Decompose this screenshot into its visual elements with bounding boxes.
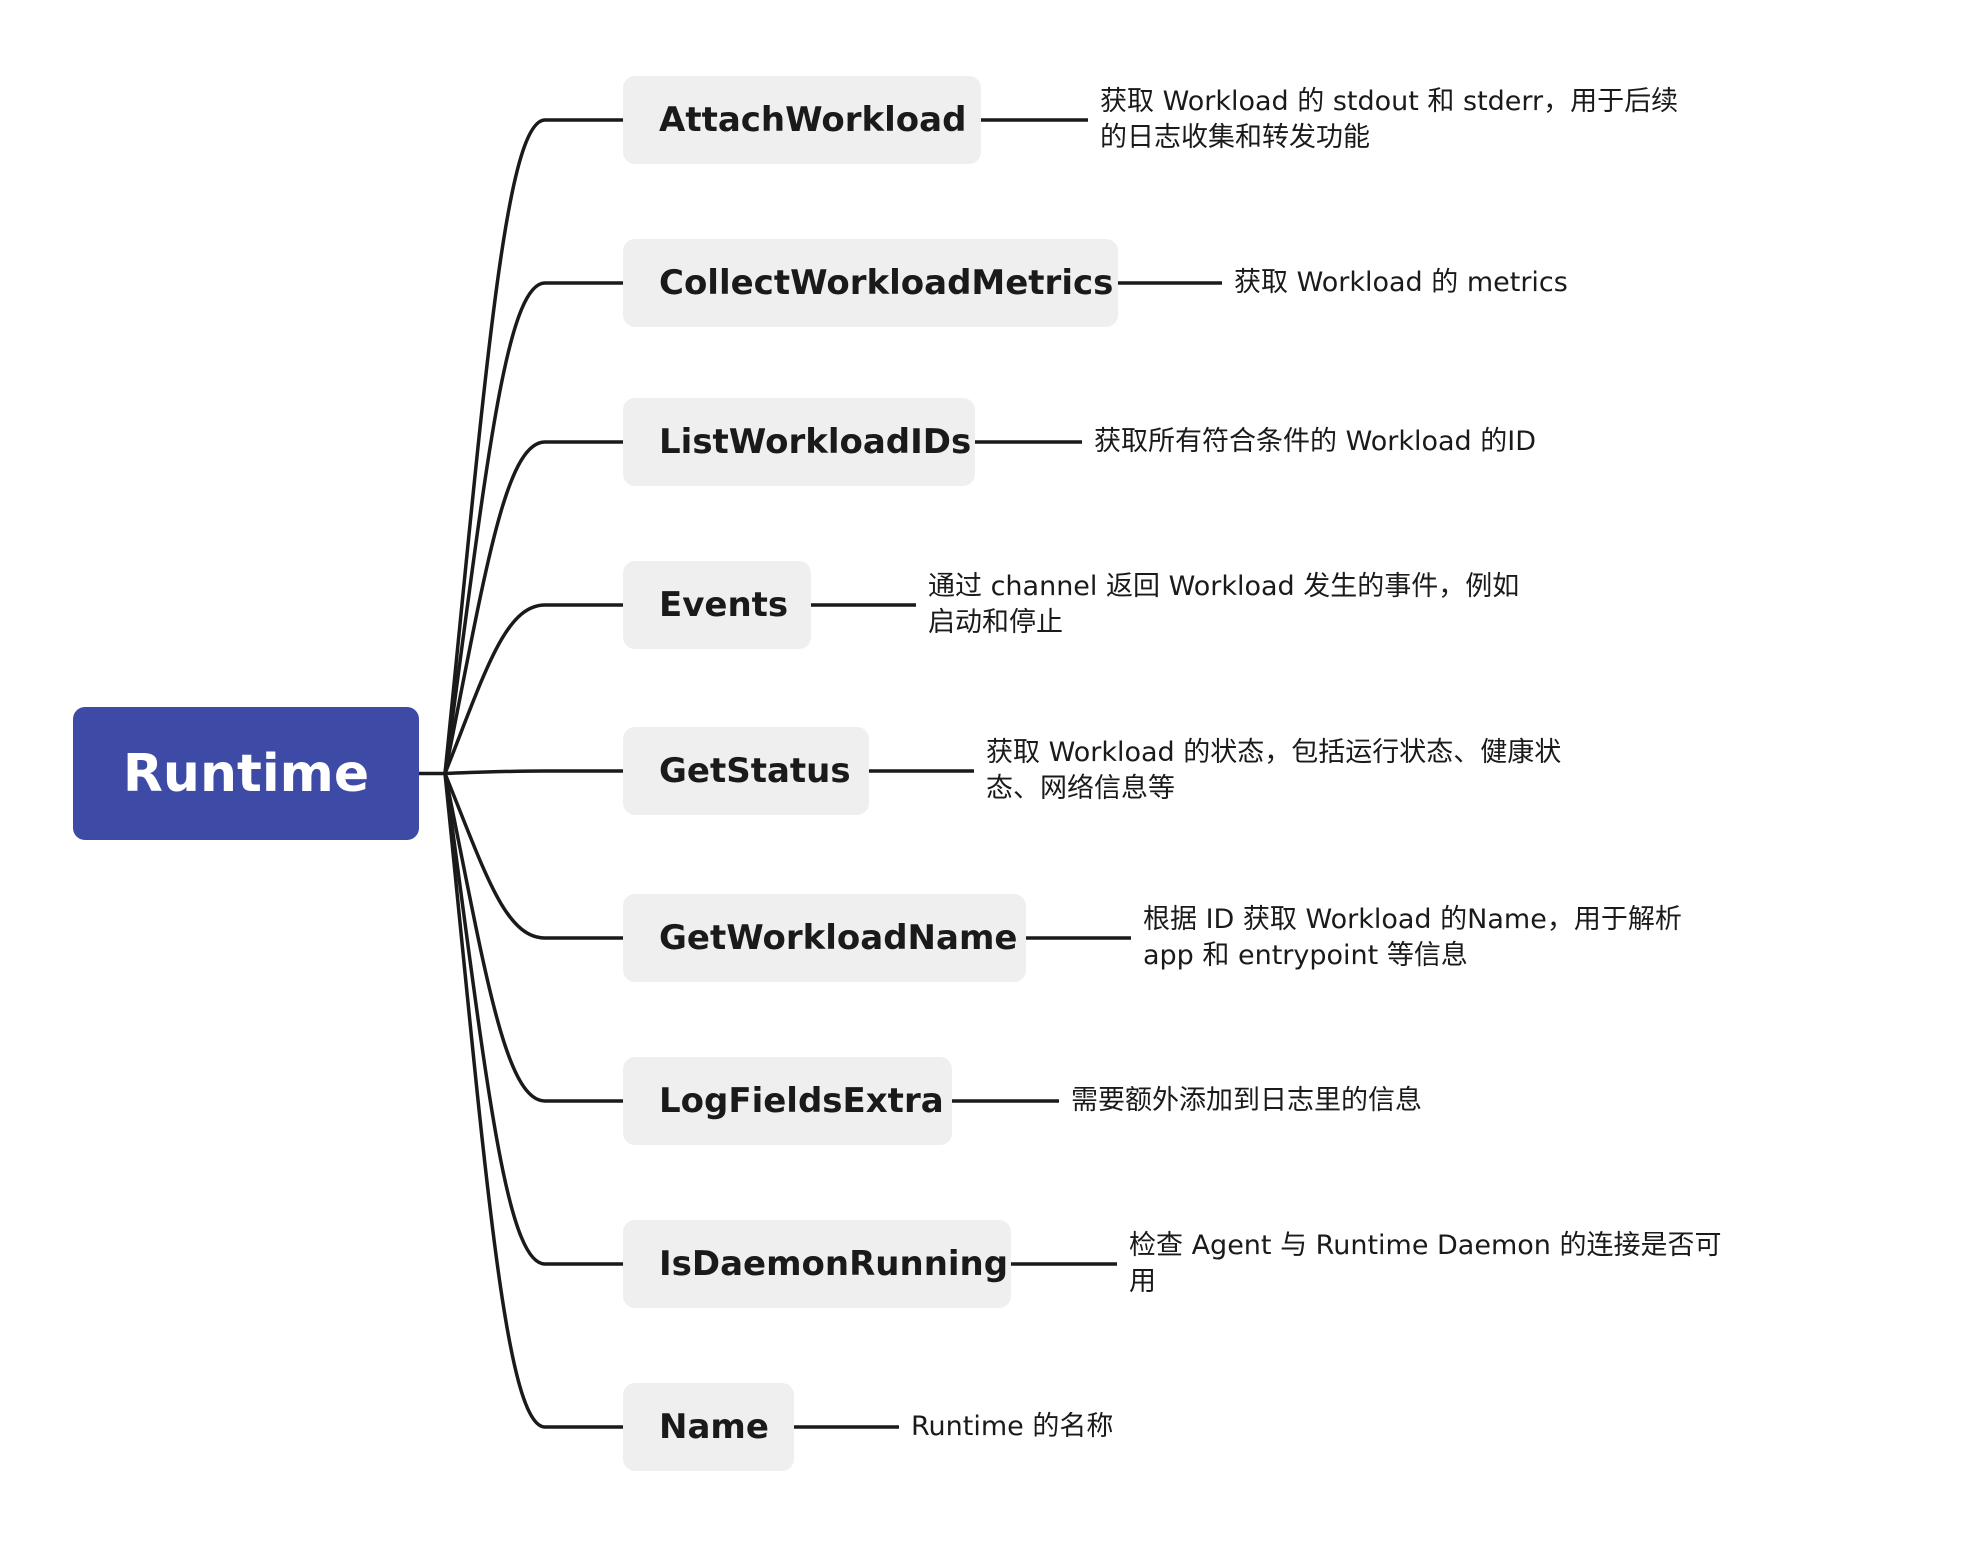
branch-node-events[interactable]: Events <box>623 561 811 649</box>
branch-description: 根据 ID 获取 Workload 的Name，用于解析 app 和 entry… <box>1143 904 1682 971</box>
branch-connector-line <box>443 773 623 1103</box>
branch-node-label: Name <box>659 1407 769 1447</box>
branch-node-collectworkloadmetrics[interactable]: CollectWorkloadMetrics <box>623 239 1118 327</box>
branch-connector-line <box>443 281 623 774</box>
branch-description: 获取所有符合条件的 Workload 的ID <box>1094 426 1536 457</box>
branch-node-label: IsDaemonRunning <box>659 1244 1009 1284</box>
branch-node-label: AttachWorkload <box>659 100 967 140</box>
branch-node-getstatus[interactable]: GetStatus <box>623 727 869 815</box>
branch-connector-line <box>444 769 623 776</box>
root-node-runtime[interactable]: Runtime <box>73 707 419 840</box>
branch-connector-line <box>443 773 623 1266</box>
branch-node-attachworkload[interactable]: AttachWorkload <box>623 76 981 164</box>
branch-description: 检查 Agent 与 Runtime Daemon 的连接是否可用 <box>1129 1230 1722 1297</box>
branch-node-label: LogFieldsExtra <box>659 1081 944 1121</box>
branch-description: 获取 Workload 的 stdout 和 stderr，用于后续的日志收集和… <box>1100 86 1679 153</box>
branch-node-name[interactable]: Name <box>623 1383 794 1471</box>
root-node-label: Runtime <box>122 743 370 804</box>
branch-node-label: GetWorkloadName <box>659 918 1018 958</box>
branch-description: 获取 Workload 的状态，包括运行状态、健康状态、网络信息等 <box>986 737 1562 804</box>
branch-connector-line <box>443 603 623 775</box>
branch-node-logfieldsextra[interactable]: LogFieldsExtra <box>623 1057 952 1145</box>
branch-description: Runtime 的名称 <box>911 1411 1114 1442</box>
branch-connector-line <box>443 118 623 774</box>
branch-description: 获取 Workload 的 metrics <box>1234 267 1568 298</box>
branch-connector-line <box>443 440 623 774</box>
branch-description: 通过 channel 返回 Workload 发生的事件，例如启动和停止 <box>928 571 1520 638</box>
branch-node-listworkloadids[interactable]: ListWorkloadIDs <box>623 398 975 486</box>
branch-node-getworkloadname[interactable]: GetWorkloadName <box>623 894 1026 982</box>
branch-description: 需要额外添加到日志里的信息 <box>1071 1085 1422 1116</box>
branch-node-label: GetStatus <box>659 751 851 791</box>
branch-node-label: Events <box>659 585 789 625</box>
branch-node-label: CollectWorkloadMetrics <box>659 263 1114 303</box>
branch-node-label: ListWorkloadIDs <box>659 422 972 462</box>
branch-node-isdaemonrunning[interactable]: IsDaemonRunning <box>623 1220 1011 1308</box>
branch-connector-line <box>443 773 623 1429</box>
branch-connector-line <box>443 772 623 940</box>
